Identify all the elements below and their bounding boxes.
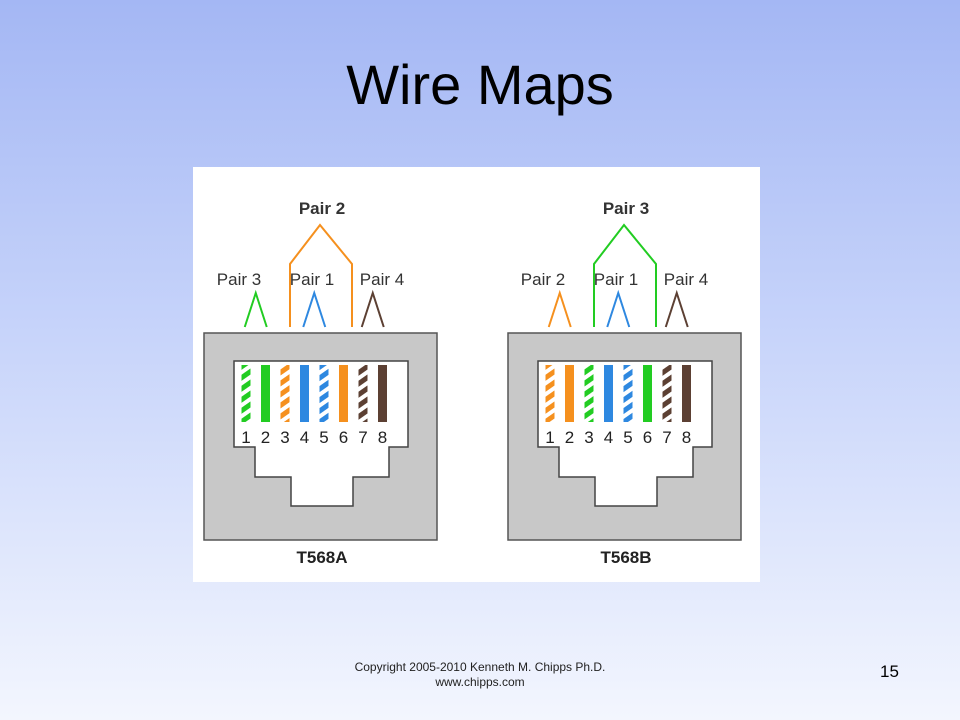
- pin-number: 7: [662, 428, 671, 447]
- split-pair-wire: [593, 223, 657, 327]
- pair-wire: [243, 289, 268, 328]
- pin-wire: [319, 365, 329, 422]
- side-pair-label: Pair 1: [594, 270, 638, 289]
- pin-wire: [662, 365, 672, 422]
- pair-wire: [664, 289, 689, 328]
- pin-number: 5: [623, 428, 632, 447]
- pin-wire: [280, 365, 290, 422]
- pair-wire: [606, 289, 631, 328]
- jack-standard-label: T568A: [296, 548, 347, 567]
- pin-wire: [682, 365, 691, 422]
- pin-wire: [623, 365, 633, 422]
- top-pair-label: Pair 2: [299, 199, 345, 218]
- pair-wire: [302, 289, 327, 328]
- copyright-text: Copyright 2005-2010 Kenneth M. Chipps Ph…: [354, 660, 606, 674]
- pin-number: 3: [584, 428, 593, 447]
- pin-wire: [241, 365, 251, 422]
- pin-wire: [378, 365, 387, 422]
- pin-number: 2: [565, 428, 574, 447]
- pin-number: 7: [358, 428, 367, 447]
- pin-number: 1: [545, 428, 554, 447]
- jack-standard-label: T568B: [600, 548, 651, 567]
- split-pair-wire: [289, 223, 353, 327]
- side-pair-label: Pair 1: [290, 270, 334, 289]
- slide-title: Wire Maps: [346, 53, 614, 116]
- pin-number: 2: [261, 428, 270, 447]
- pin-wire: [339, 365, 348, 422]
- website-text: www.chipps.com: [435, 675, 525, 689]
- pin-number: 4: [604, 428, 613, 447]
- pin-wire: [261, 365, 270, 422]
- pin-wire: [358, 365, 368, 422]
- side-pair-label: Pair 4: [360, 270, 404, 289]
- copyright-footer: Copyright 2005-2010 Kenneth M. Chipps Ph…: [330, 660, 630, 690]
- pin-number: 5: [319, 428, 328, 447]
- pin-number: 6: [643, 428, 652, 447]
- pin-number: 8: [378, 428, 387, 447]
- side-pair-label: Pair 3: [217, 270, 261, 289]
- side-pair-label: Pair 4: [664, 270, 708, 289]
- side-pair-label: Pair 2: [521, 270, 565, 289]
- top-pair-label: Pair 3: [603, 199, 649, 218]
- pin-wire: [584, 365, 594, 422]
- pin-wire: [565, 365, 574, 422]
- pin-number: 6: [339, 428, 348, 447]
- page-number: 15: [880, 662, 899, 681]
- pair-wire: [547, 289, 572, 328]
- pair-wire: [360, 289, 385, 328]
- pin-number: 3: [280, 428, 289, 447]
- pin-number: 4: [300, 428, 309, 447]
- pin-wire: [643, 365, 652, 422]
- pin-number: 8: [682, 428, 691, 447]
- pin-wire: [545, 365, 555, 422]
- pin-wire: [604, 365, 613, 422]
- pin-wire: [300, 365, 309, 422]
- pin-number: 1: [241, 428, 250, 447]
